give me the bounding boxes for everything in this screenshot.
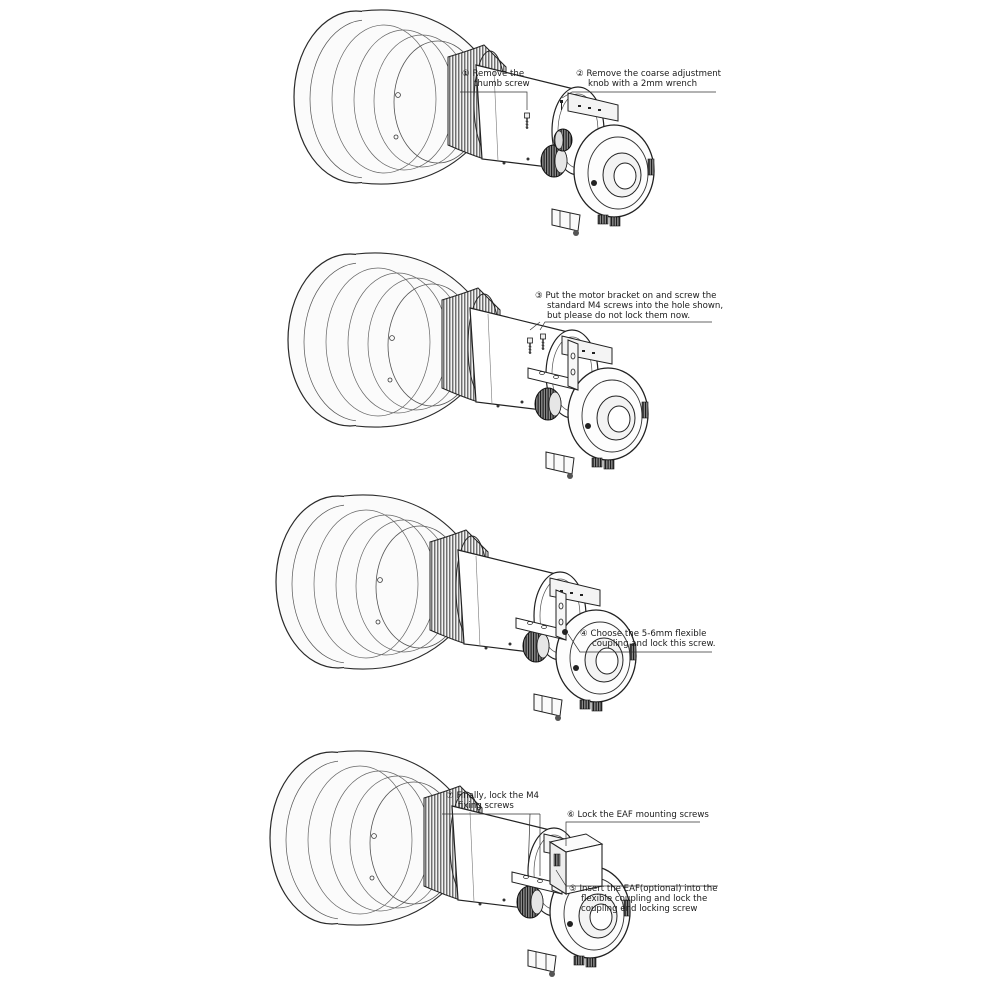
panel-1-leader-lines (460, 91, 716, 110)
step-7-label: ⑦ Finally, lock the M4 fixing screws (446, 791, 539, 811)
step-5-label: ⑤ Insert the EAF(optional) into the flex… (569, 884, 717, 914)
step-3-label: ③ Put the motor bracket on and screw the… (535, 291, 723, 321)
panel-4-leader-lines (442, 813, 718, 887)
step-7-line-2: fixing screws (458, 801, 514, 811)
step-5-line-3: coupling end locking screw (581, 904, 698, 914)
step-6-label: ⑥ Lock the EAF mounting screws (567, 810, 709, 820)
step-4-label: ④ Choose the 5-6mm flexible coupling and… (580, 629, 716, 649)
step-1-line-1: ① Remove the (462, 69, 525, 79)
step-1-line-2: thumb screw (474, 79, 530, 89)
panel-1-knob-screw (560, 100, 563, 110)
step-2-line-2: knob with a 2mm wrench (588, 79, 698, 89)
panel-3-scope (275, 494, 637, 722)
panel-2-leader-lines (529, 321, 712, 331)
panel-2-scope (287, 252, 649, 480)
step-1-label: ① Remove the thumb screw (462, 69, 530, 89)
step-7-line-1: ⑦ Finally, lock the M4 (446, 791, 539, 801)
step-5-line-2: flexible coupling and lock the (581, 894, 708, 904)
step-4-line-1: ④ Choose the 5-6mm flexible (580, 629, 707, 639)
step-2-label: ② Remove the coarse adjustment knob with… (576, 69, 721, 89)
panel-1-scope (293, 9, 655, 237)
step-3-line-3: but please do not lock them now. (547, 311, 691, 321)
panel-3-leader-lines (567, 633, 712, 653)
step-5-line-1: ⑤ Insert the EAF(optional) into the (569, 884, 718, 894)
panel-3-coupling-screw (562, 629, 568, 635)
step-4-line-2: coupling and lock this screw. (592, 639, 716, 649)
step-6-line-1: ⑥ Lock the EAF mounting screws (567, 810, 709, 820)
step-3-line-2: standard M4 screws into the hole shown, (547, 301, 724, 311)
step-2-line-1: ② Remove the coarse adjustment (576, 69, 722, 79)
step-3-line-1: ③ Put the motor bracket on and screw the (535, 291, 717, 301)
